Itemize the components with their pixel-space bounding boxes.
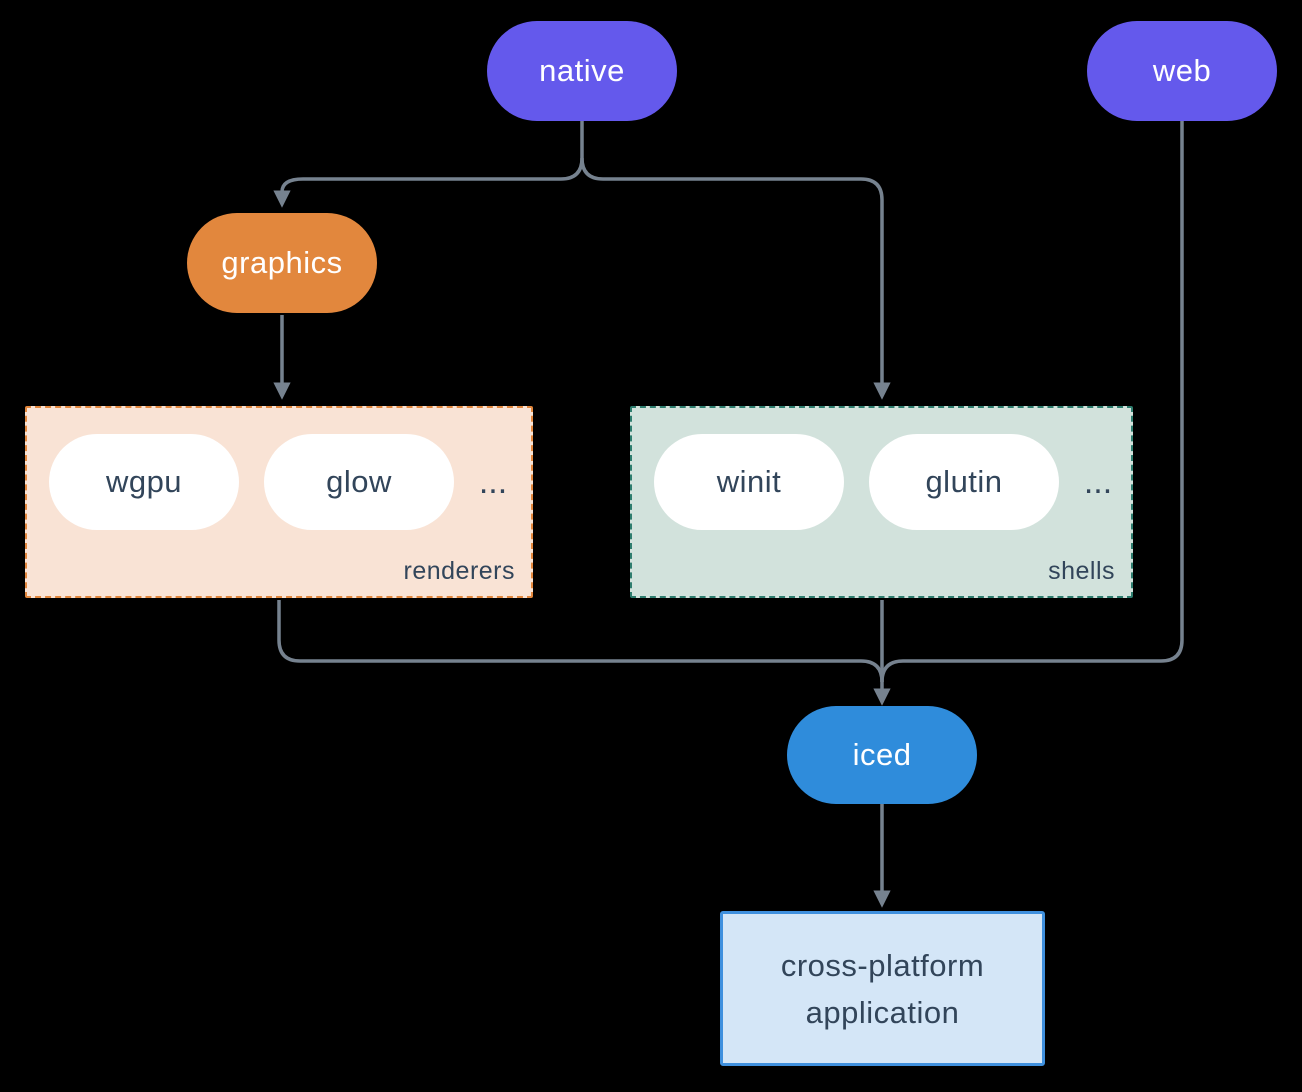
application-label-line1: cross-platform: [780, 947, 985, 983]
node-wgpu-label: wgpu: [105, 464, 183, 499]
node-glow-label: glow: [326, 464, 392, 499]
edge-native-to-shells: [580, 157, 891, 400]
shells-ellipsis: ...: [1083, 462, 1113, 501]
node-web: web: [1087, 21, 1277, 121]
node-glutin-label: glutin: [925, 464, 1003, 499]
node-iced: iced: [787, 706, 977, 804]
edge-native-to-graphics: [273, 121, 584, 208]
node-iced-label: iced: [852, 737, 912, 772]
group-renderers: wgpu glow ... renderers: [25, 406, 533, 598]
node-native: native: [487, 21, 677, 121]
application-label-line2: application: [805, 994, 960, 1030]
node-winit: winit: [654, 434, 844, 530]
node-winit-label: winit: [716, 464, 782, 499]
node-glutin: glutin: [869, 434, 1059, 530]
node-graphics: graphics: [187, 213, 377, 313]
renderers-group-label: renderers: [403, 557, 515, 585]
group-shells: winit glutin ... shells: [630, 406, 1133, 598]
shells-group-label: shells: [1048, 557, 1115, 585]
node-cross-platform-application: cross-platform application: [720, 911, 1045, 1066]
renderers-ellipsis: ...: [478, 462, 508, 501]
edge-web-to-iced: [880, 121, 1184, 683]
node-native-label: native: [539, 53, 625, 88]
node-wgpu: wgpu: [49, 434, 239, 530]
edge-renderers-to-iced: [277, 600, 884, 683]
node-web-label: web: [1152, 53, 1212, 88]
node-glow: glow: [264, 434, 454, 530]
node-graphics-label: graphics: [221, 245, 343, 280]
